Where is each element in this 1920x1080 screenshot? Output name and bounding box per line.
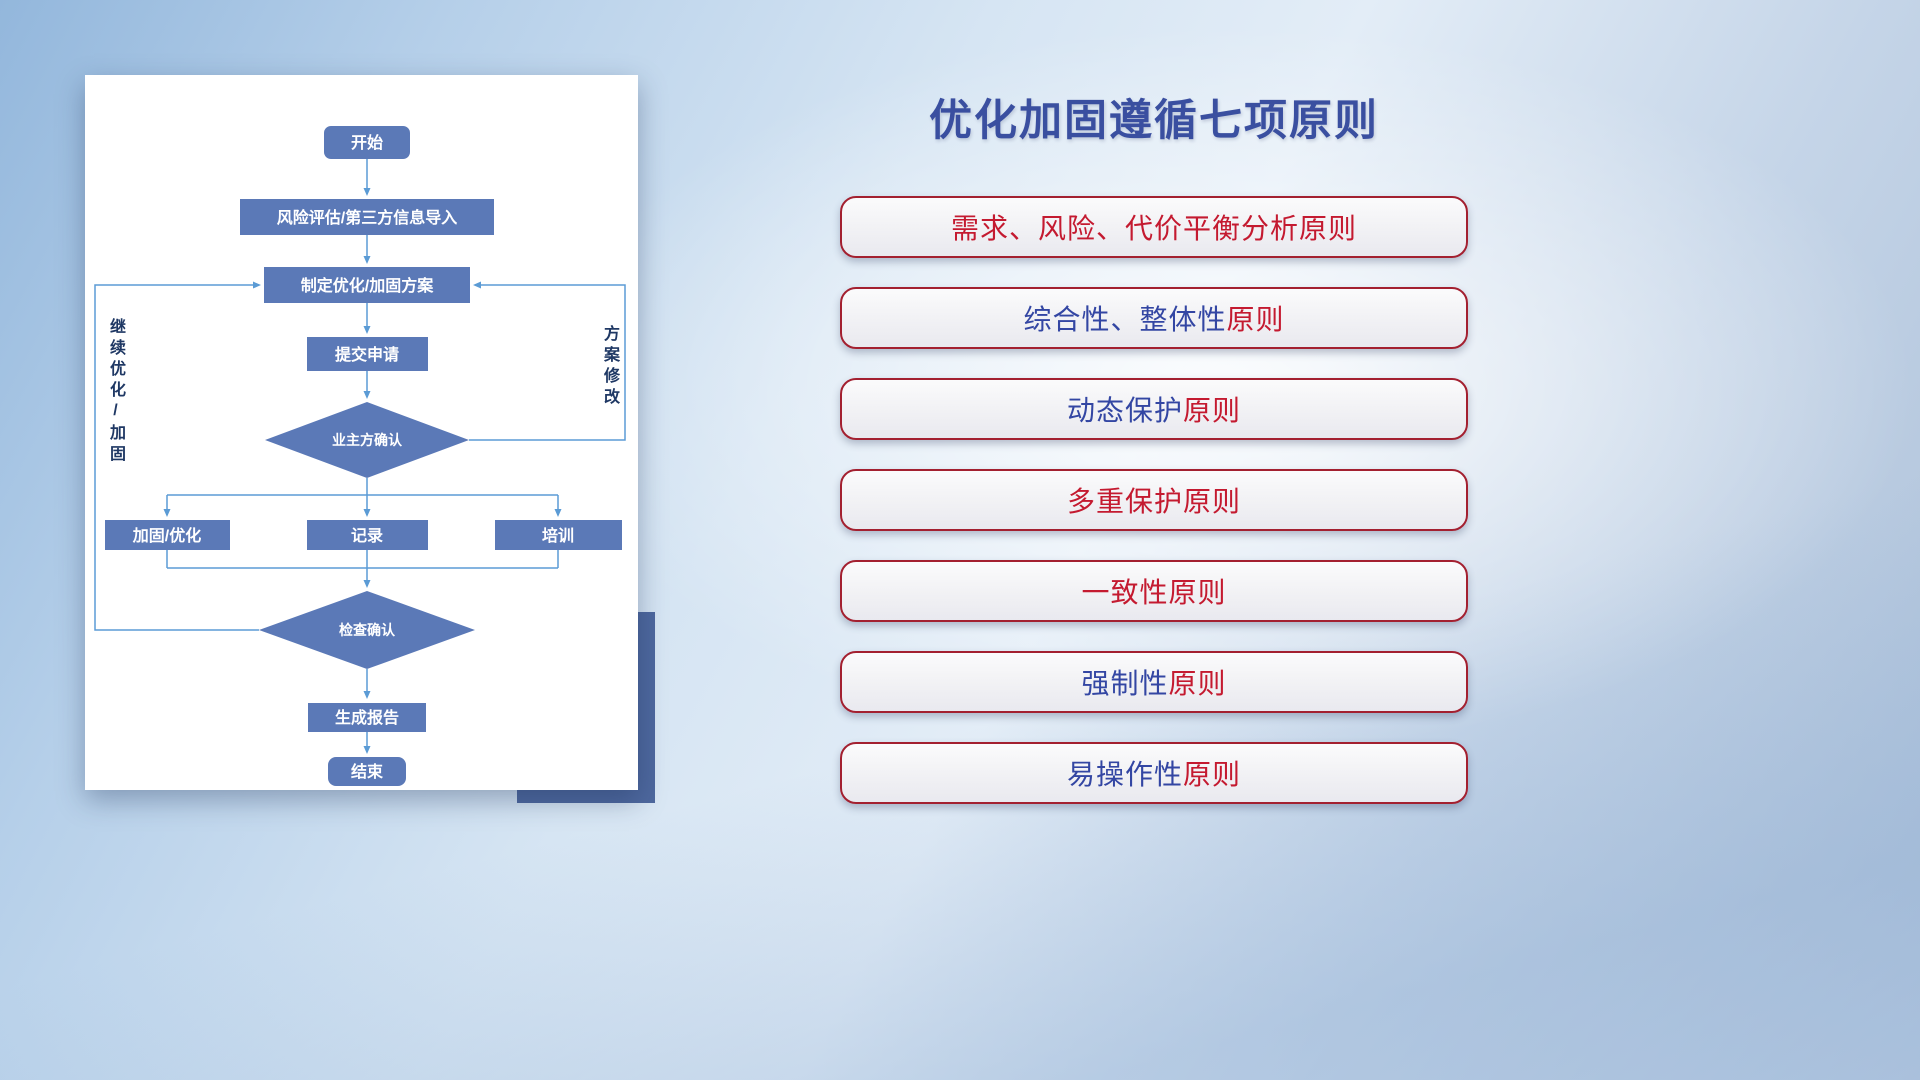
- flow-node-report-label: 生成报告: [335, 708, 399, 727]
- flow-node-start: 开始: [324, 126, 410, 159]
- principle-text: 易操作性: [1066, 759, 1183, 790]
- principle-card: 易操作性原则: [840, 742, 1468, 804]
- flow-node-report-shape: [308, 703, 426, 732]
- principle-text: 原则: [1168, 668, 1227, 699]
- principle-text: 一致性原则: [1081, 577, 1227, 608]
- flow-node-risk-import-shape: [240, 199, 494, 235]
- flow-node-check-confirm: 检查确认: [259, 591, 475, 669]
- principle-text: 多重保护原则: [1066, 486, 1241, 517]
- connector-line-plan-revise-loop: [469, 281, 626, 441]
- flow-node-check-confirm-label: 检查确认: [339, 622, 396, 638]
- flow-node-training-label: 培训: [542, 526, 574, 545]
- flow-node-make-plan: 制定优化/加固方案: [264, 267, 470, 303]
- principle-text: 动态保护: [1066, 395, 1183, 426]
- flow-node-check-confirm-shape: [259, 591, 475, 669]
- flow-node-record-shape: [307, 520, 428, 550]
- flow-node-risk-import: 风险评估/第三方信息导入: [240, 199, 494, 235]
- flow-node-start-shape: [324, 126, 410, 159]
- flow-node-owner-confirm: 业主方确认: [265, 402, 469, 478]
- flowchart-panel: 开始 风险评估/第三方信息导入 制定优化/加固方案 提交申请 业主方确认 加固/: [85, 75, 638, 790]
- principle-card: 综合性、整体性原则: [840, 287, 1468, 349]
- principle-text: 需求、风险、代价平衡分析原则: [950, 213, 1357, 244]
- flow-node-owner-confirm-shape: [265, 402, 469, 478]
- flow-node-make-plan-label: 制定优化/加固方案: [301, 276, 434, 295]
- page-title: 优化加固遵循七项原则: [929, 97, 1379, 145]
- flow-node-submit: 提交申请: [307, 337, 428, 371]
- flow-node-harden-optimize-shape: [105, 520, 230, 550]
- flow-node-training: 培训: [495, 520, 622, 550]
- principle-card: 动态保护原则: [840, 378, 1468, 440]
- principle-card: 需求、风险、代价平衡分析原则: [840, 196, 1468, 258]
- flow-node-training-shape: [495, 520, 622, 550]
- connector-line-continue-loop: [94, 281, 261, 631]
- flow-node-report: 生成报告: [308, 703, 426, 732]
- flow-node-harden-optimize-label: 加固/优化: [132, 526, 201, 545]
- flow-node-end: 结束: [328, 757, 406, 786]
- flow-connectors: [94, 159, 626, 754]
- flow-node-start-label: 开始: [351, 133, 383, 152]
- principles-list: 需求、风险、代价平衡分析原则 综合性、整体性原则 动态保护原则 多重保护原则 一…: [840, 196, 1468, 804]
- flow-node-submit-label: 提交申请: [335, 345, 399, 364]
- principle-text: 强制性: [1081, 668, 1169, 699]
- flow-node-make-plan-shape: [264, 267, 470, 303]
- flow-node-record-label: 记录: [351, 527, 383, 545]
- flow-node-end-shape: [328, 757, 406, 786]
- loop-label-plan-revise: 方案修改: [601, 325, 618, 409]
- principle-card: 一致性原则: [840, 560, 1468, 622]
- flow-node-submit-shape: [307, 337, 428, 371]
- flow-node-risk-import-label: 风险评估/第三方信息导入: [277, 208, 457, 227]
- principle-text: 原则: [1226, 304, 1285, 335]
- flowchart: 开始 风险评估/第三方信息导入 制定优化/加固方案 提交申请 业主方确认 加固/: [94, 126, 626, 786]
- principle-text: 原则: [1183, 395, 1242, 426]
- flow-node-end-label: 结束: [350, 762, 384, 781]
- principle-card: 强制性原则: [840, 651, 1468, 713]
- principle-text: 原则: [1183, 759, 1242, 790]
- loop-label-continue-optimize: 继续优化/加固: [107, 318, 124, 466]
- flow-node-owner-confirm-label: 业主方确认: [332, 432, 403, 448]
- flow-node-harden-optimize: 加固/优化: [105, 520, 230, 550]
- flow-node-record: 记录: [307, 520, 428, 550]
- principle-card: 多重保护原则: [840, 469, 1468, 531]
- principle-text: 综合性、整体性: [1023, 304, 1227, 335]
